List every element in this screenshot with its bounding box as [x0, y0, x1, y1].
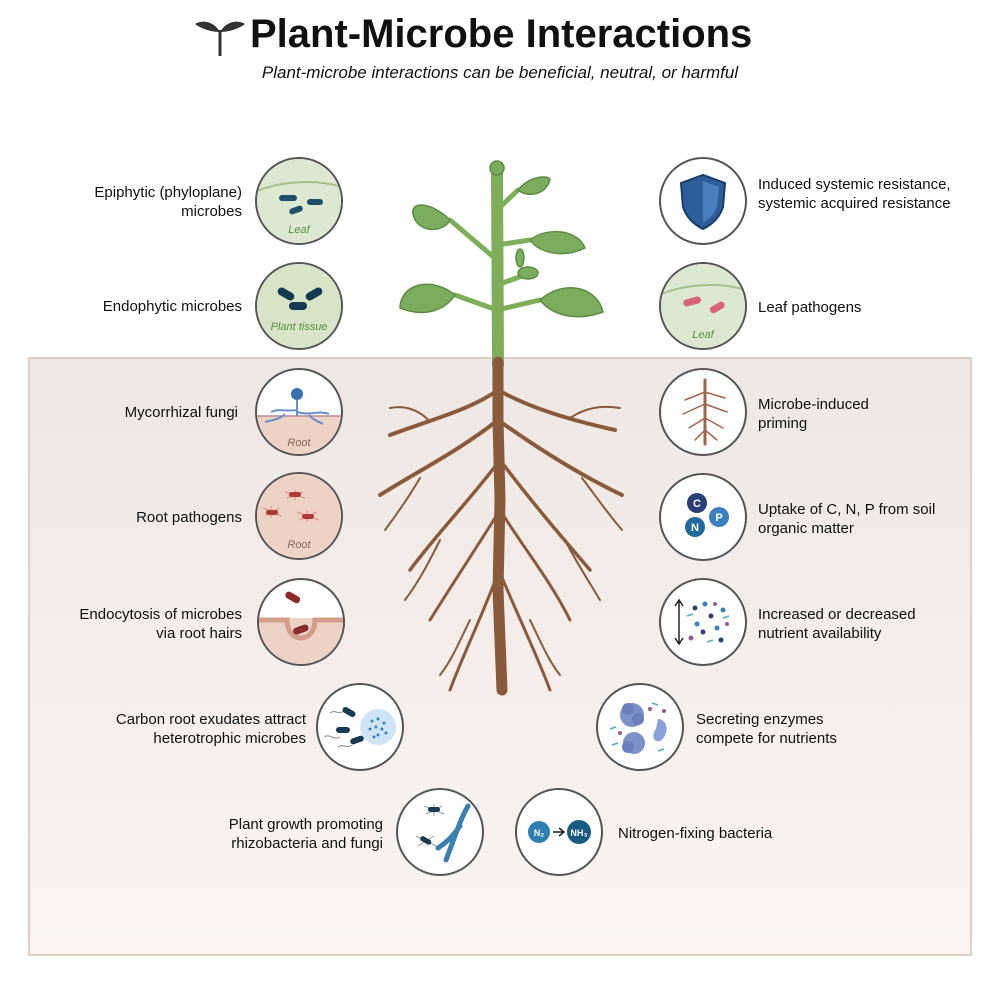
enzymes-circle — [596, 683, 684, 771]
endocytosis-label: Endocytosis of microbes via root hairs — [79, 606, 242, 642]
endocytosis-circle — [257, 578, 345, 666]
page-title: Plant-Microbe Interactions — [250, 12, 753, 56]
root-priming-icon — [682, 378, 728, 446]
mycorrhizal-circle: Root — [255, 368, 343, 456]
enzymes-label: Secreting enzymes compete for nutrients — [696, 711, 837, 747]
nitrogen-fixing-circle: N₂ NH₃ — [515, 788, 603, 876]
enzymes-icon — [609, 702, 667, 754]
leaf-surface-microbes-icon: Leaf — [257, 159, 341, 243]
nitrogen-fixation-icon: N₂ NH₃ — [528, 820, 591, 844]
carbon-exudates-circle — [316, 683, 404, 771]
nutrient-c: C — [693, 498, 701, 510]
nutrient-availability-circle — [659, 578, 747, 666]
plant-stem — [491, 166, 504, 371]
plant-tissue-microbes-icon: Plant tissue — [257, 264, 341, 348]
rhizobacteria-fungi-icon — [415, 803, 471, 863]
leaf-pathogens-label: Leaf pathogens — [758, 299, 862, 316]
endophytic-label: Endophytic microbes — [102, 298, 242, 315]
root-exudates-icon — [323, 707, 396, 748]
n2-label: N₂ — [534, 828, 545, 838]
nutrient-availability-label: Increased or decreased nutrient availabi… — [758, 606, 916, 642]
uptake-label: Uptake of C, N, P from soil organic matt… — [758, 501, 936, 537]
root-pathogen-icon: Root — [257, 474, 341, 558]
leaf-pathogen-icon: Leaf — [661, 264, 745, 348]
carbon-exudates-label: Carbon root exudates attract heterotroph… — [115, 711, 306, 747]
mycorrhizal-fungi-icon: Root — [257, 388, 341, 454]
uptake-circle: C N P — [659, 473, 747, 561]
nh3-label: NH₃ — [570, 828, 587, 838]
mycorrhizal-label: Mycorrhizal fungi — [124, 404, 238, 421]
endophytic-tag: Plant tissue — [271, 321, 328, 333]
induced-resistance-label: Induced systemic resistance, systemic ac… — [758, 176, 951, 212]
root-pathogens-tag: Root — [287, 539, 311, 551]
endocytosis-icon — [259, 591, 343, 664]
endophytic-circle: Plant tissue — [255, 262, 343, 350]
root-pathogens-label: Root pathogens — [136, 509, 242, 526]
page-subtitle: Plant-microbe interactions can be benefi… — [261, 63, 739, 82]
pgpr-circle — [396, 788, 484, 876]
root-pathogens-circle: Root — [255, 472, 343, 560]
nitrogen-fixing-label: Nitrogen-fixing bacteria — [618, 825, 773, 842]
priming-label: Microbe-induced priming — [758, 396, 869, 432]
induced-resistance-circle — [659, 157, 747, 245]
nutrient-uptake-icon: C N P — [685, 493, 729, 537]
plant-illustration — [378, 160, 624, 696]
sprout-icon — [195, 21, 245, 56]
leaf-pathogens-tag: Leaf — [692, 329, 714, 341]
header: Plant-Microbe Interactions — [0, 6, 1000, 58]
mycorrhizal-tag: Root — [287, 437, 311, 449]
epiphytic-circle: Leaf — [255, 157, 343, 245]
nutrient-n: N — [691, 522, 699, 534]
pgpr-label: Plant growth promoting rhizobacteria and… — [228, 816, 383, 852]
priming-circle — [659, 368, 747, 456]
leaf-pathogens-circle: Leaf — [659, 262, 747, 350]
nutrient-availability-icon — [674, 598, 730, 646]
plant-roots — [378, 356, 624, 696]
shield-icon — [679, 173, 727, 231]
nutrient-p: P — [715, 512, 722, 524]
epiphytic-tag: Leaf — [288, 224, 310, 236]
epiphytic-label: Epiphytic (phyloplane) microbes — [94, 184, 242, 220]
plant-leaves — [399, 176, 604, 318]
